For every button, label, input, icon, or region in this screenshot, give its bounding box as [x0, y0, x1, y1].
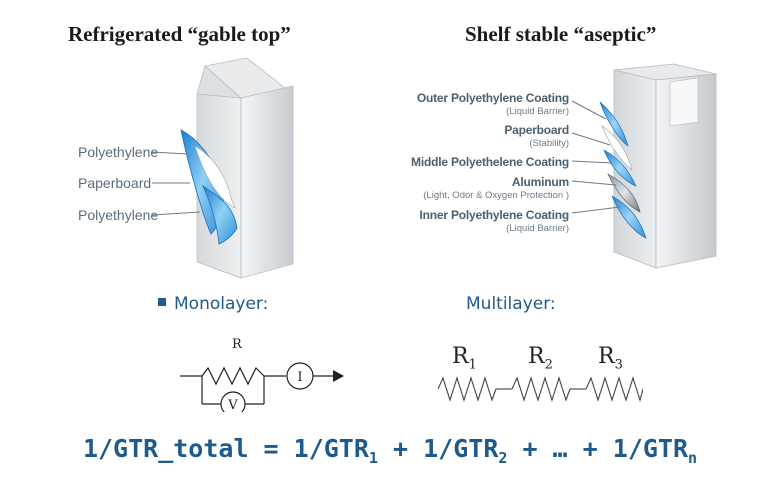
formula-lhs: 1/GTR_total = — [82, 434, 294, 463]
left-leader-lines — [151, 151, 201, 216]
resistor-index-2: 2 — [544, 357, 553, 373]
bullet-icon — [158, 298, 166, 306]
resistor-label-1: R1 — [452, 344, 477, 372]
resistor-symbol — [201, 366, 265, 386]
gtr-formula: 1/GTR_total = 1/GTR1 + 1/GTR2 + … + 1/GT… — [0, 434, 780, 467]
layer-label-paperboard: Paperboard — [78, 175, 152, 191]
formula-sub-n: n — [688, 449, 698, 467]
layer-label-inner-pe: Inner Polyethylene Coating — [419, 208, 570, 222]
resistor-index-1: 1 — [468, 357, 477, 373]
resistor-letter-3: R — [598, 344, 615, 369]
layer-label-polyethylene-outer: Polyethylene — [78, 144, 159, 160]
layer-note-paperboard: (Stability) — [529, 138, 569, 149]
resistor-symbol-1 — [438, 376, 497, 402]
formula-sub-1: 1 — [368, 449, 378, 467]
right-title: Shelf stable “aseptic” — [465, 22, 657, 46]
layer-label-outer-pe: Outer Polyethylene Coating — [416, 91, 569, 105]
multilayer-caption: Multilayer: — [466, 294, 556, 314]
layer-label-middle-pe: Middle Polyethelene Coating — [411, 155, 569, 169]
layer-label-polyethylene-inner: Polyethylene — [78, 207, 159, 223]
monolayer-circuit: R V I — [180, 337, 344, 412]
formula-term-1: 1/GTR — [293, 434, 369, 463]
gable-top-carton — [180, 58, 294, 279]
layer-label-paperboard-aseptic: Paperboard — [504, 123, 569, 137]
resistor-label: R — [232, 337, 243, 352]
arrow-icon — [333, 370, 344, 382]
voltage-label: V — [227, 398, 238, 412]
layer-note-inner-pe: (Liquid Barrier) — [506, 223, 569, 234]
layer-label-aluminum: Aluminum — [511, 175, 569, 189]
resistor-index-3: 3 — [614, 357, 623, 373]
resistor-symbol-3 — [585, 376, 643, 402]
resistor-letter-2: R — [528, 344, 545, 369]
formula-sub-2: 2 — [498, 449, 508, 467]
aseptic-carton — [599, 63, 717, 269]
resistor-label-2: R2 — [528, 344, 553, 372]
right-leader-lines — [571, 100, 620, 214]
formula-plus-1: + — [377, 434, 424, 463]
current-label: I — [297, 370, 302, 385]
monolayer-caption-text: Monolayer: — [174, 294, 269, 314]
resistor-letter-1: R — [452, 344, 469, 369]
formula-term-n: 1/GTR — [612, 434, 689, 463]
formula-term-2: 1/GTR — [423, 434, 499, 463]
resistor-label-3: R3 — [598, 344, 623, 372]
resistor-symbol-2 — [511, 376, 571, 402]
layer-note-outer-pe: (Liquid Barrier) — [506, 106, 569, 117]
left-title: Refrigerated “gable top” — [68, 22, 291, 46]
layer-note-aluminum: (Light, Odor & Oxygen Protection ) — [423, 190, 569, 201]
series-resistor-chain — [438, 376, 643, 402]
monolayer-caption: Monolayer: — [158, 294, 268, 314]
voltmeter-symbol — [220, 391, 246, 412]
formula-plus-2: + … + — [507, 434, 613, 463]
